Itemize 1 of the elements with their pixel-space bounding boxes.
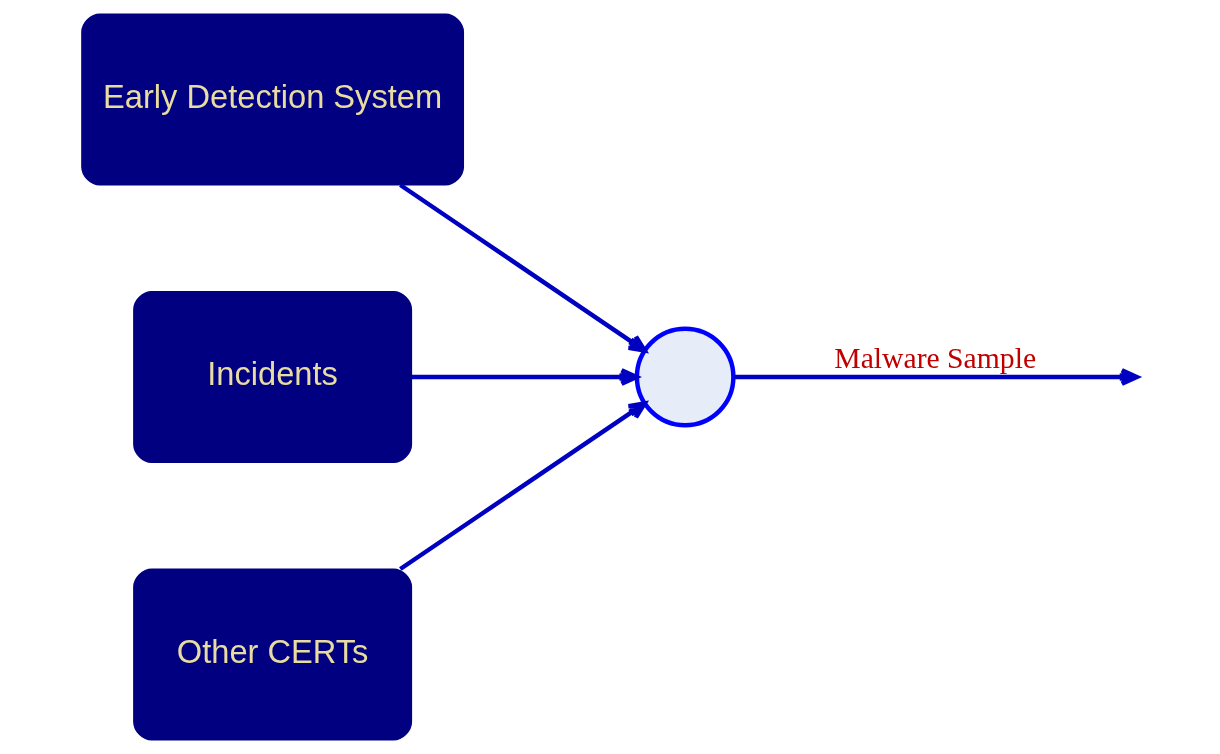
edge-label: Malware Sample <box>834 342 1037 375</box>
